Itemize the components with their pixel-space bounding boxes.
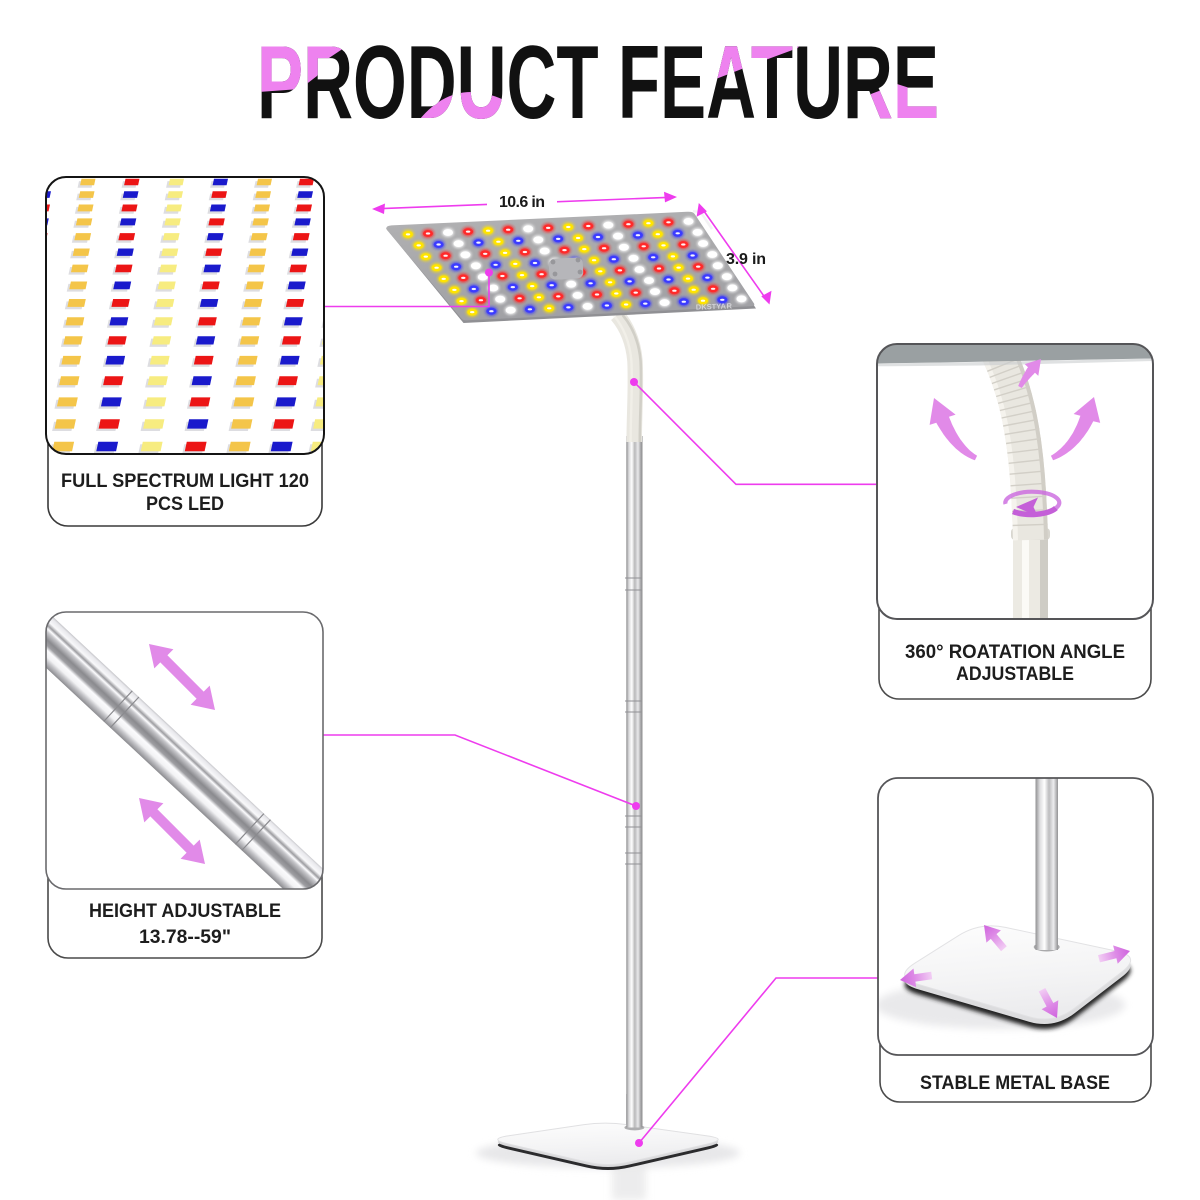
svg-text:FULL SPECTRUM LIGHT 120: FULL SPECTRUM LIGHT 120 — [61, 470, 309, 492]
svg-text:PRODUCT FEATURE: PRODUCT FEATURE — [257, 25, 939, 141]
svg-text:HEIGHT ADJUSTABLE: HEIGHT ADJUSTABLE — [89, 900, 281, 922]
svg-text:PCS LED: PCS LED — [146, 493, 224, 515]
svg-text:10.6 in: 10.6 in — [499, 194, 545, 211]
svg-text:ADJUSTABLE: ADJUSTABLE — [956, 663, 1074, 685]
svg-text:3.9 in: 3.9 in — [726, 251, 766, 268]
svg-text:13.78--59": 13.78--59" — [139, 926, 231, 948]
svg-text:360° ROATATION ANGLE: 360° ROATATION ANGLE — [905, 641, 1125, 663]
svg-text:DKSTYA R: DKSTYA R — [696, 301, 733, 311]
svg-text:STABLE METAL BASE: STABLE METAL BASE — [920, 1072, 1110, 1094]
